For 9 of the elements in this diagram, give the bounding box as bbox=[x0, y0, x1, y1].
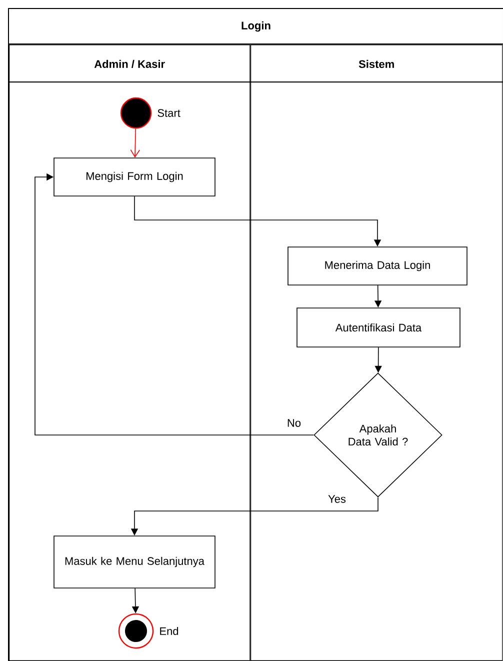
arrow bbox=[34, 173, 314, 436]
activity-box: Masuk ke Menu Selanjutnya bbox=[54, 536, 216, 588]
node-caption: End bbox=[160, 626, 178, 636]
activity-box: Mengisi Form Login bbox=[54, 158, 216, 196]
arrow bbox=[130, 128, 140, 158]
edge-label: No bbox=[286, 418, 302, 428]
activity-box: Menerima Data Login bbox=[288, 246, 468, 286]
node-caption: Start bbox=[158, 109, 180, 117]
activity-box: Autentifikasi Data bbox=[296, 308, 460, 348]
